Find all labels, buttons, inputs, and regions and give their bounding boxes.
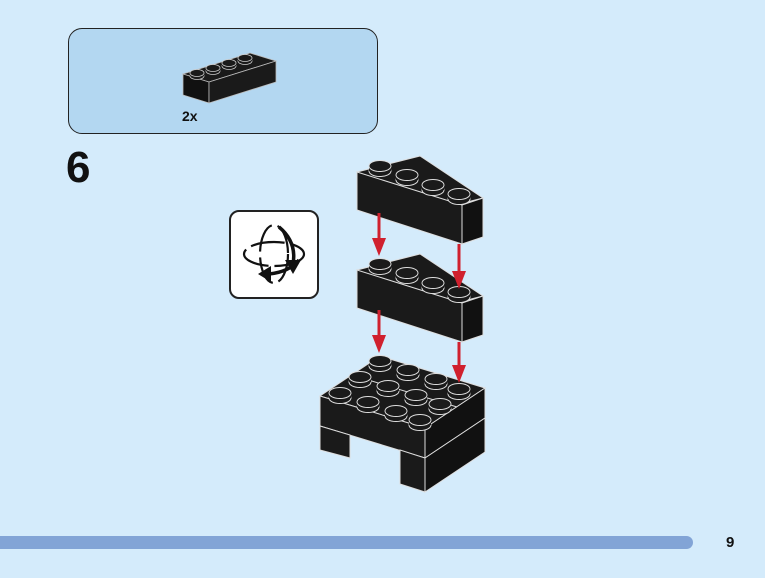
brick-1x4-middle — [355, 253, 485, 343]
parts-quantity-label: 2x — [182, 108, 198, 124]
assembly-arrows — [372, 213, 466, 383]
rotate-model-icon — [229, 210, 319, 299]
arrow-4-head — [452, 365, 466, 383]
arrow-3-head — [372, 335, 386, 353]
base-assembly — [318, 355, 487, 493]
callout-brick-1x4 — [181, 52, 278, 104]
step-number: 6 — [66, 143, 91, 192]
brick-1x4-top — [355, 155, 485, 245]
arrow-1-head — [372, 238, 386, 256]
arrow-2-head — [452, 271, 466, 289]
footer-progress-bar — [0, 536, 693, 549]
page-number: 9 — [726, 534, 735, 551]
